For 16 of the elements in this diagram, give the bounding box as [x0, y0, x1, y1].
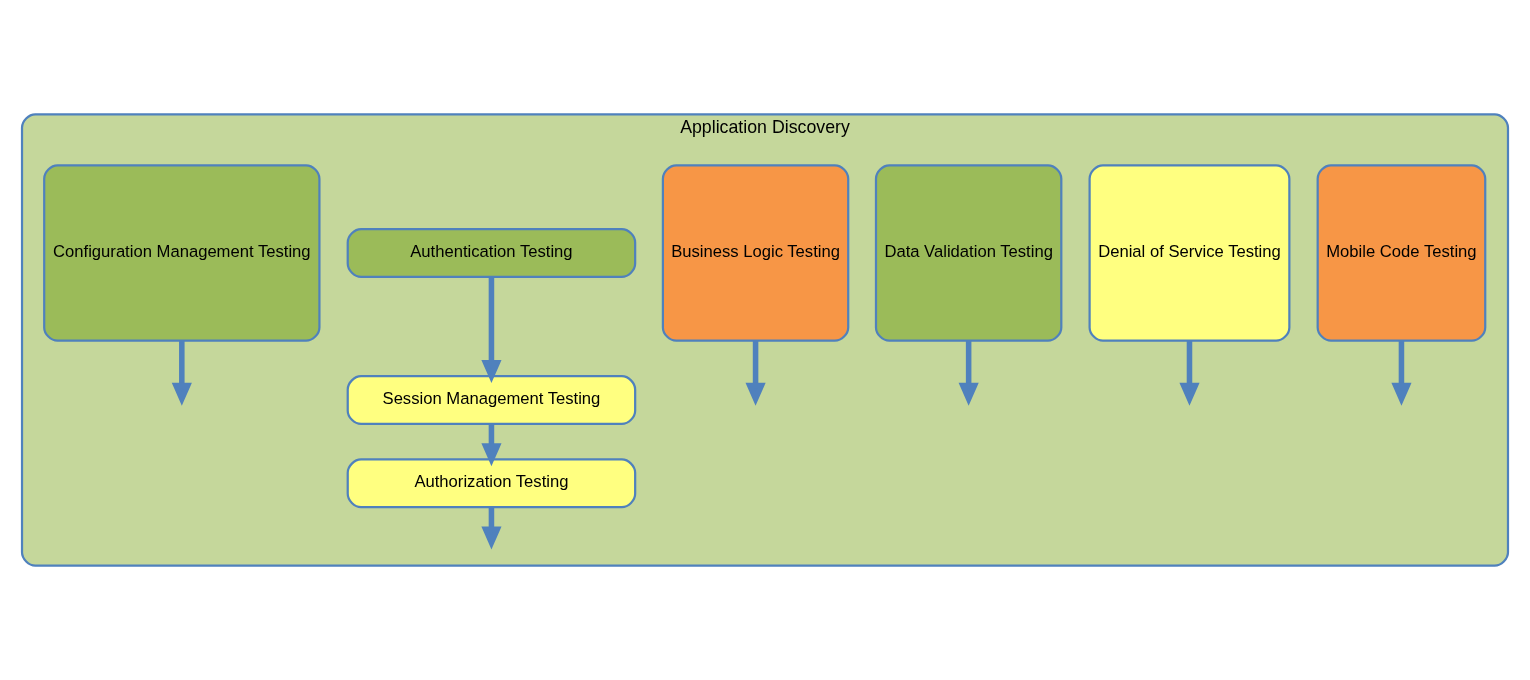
node-box: Session Management Testing: [346, 375, 637, 426]
arrow: [481, 424, 502, 467]
node-box: Mobile Code Testing: [1316, 164, 1487, 342]
arrow: [958, 340, 979, 406]
arrow: [1179, 340, 1200, 406]
node-box: Configuration Management Testing: [43, 164, 321, 342]
node-box: Authentication Testing: [346, 228, 637, 278]
arrow: [171, 340, 192, 406]
node-box: Business Logic Testing: [661, 164, 850, 342]
node-box: Data Validation Testing: [874, 164, 1063, 342]
node-box: Denial of Service Testing: [1088, 164, 1291, 342]
arrow: [481, 277, 502, 384]
arrow: [481, 507, 502, 550]
arrow: [1391, 340, 1412, 406]
arrow: [745, 340, 766, 406]
node-box: Authorization Testing: [346, 458, 637, 509]
